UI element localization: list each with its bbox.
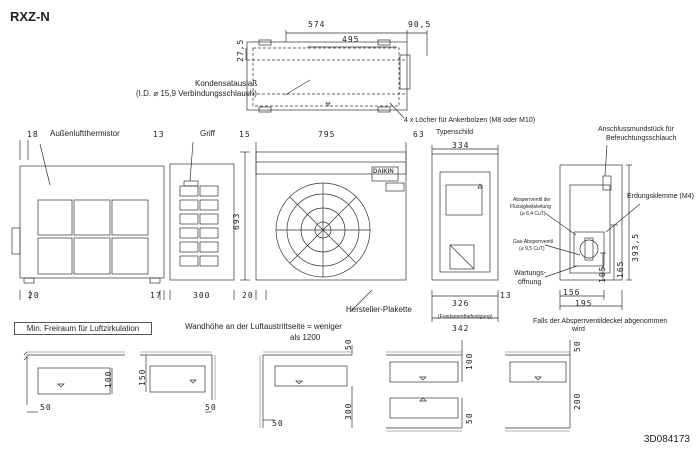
dim-334: 334 [452, 141, 470, 150]
clear-50c: 50 [344, 338, 353, 350]
label-absperr-3: (⌀ 6,4 CuT) [520, 211, 546, 217]
clear-100b: 100 [465, 352, 474, 370]
label-kondensat-2: (I.D. ⌀ 15,9 Verbindungsschlauch) [136, 89, 257, 98]
clear-100: 100 [104, 370, 113, 388]
clear-50b: 50 [205, 403, 217, 412]
label-wartung-1: Wartungs- [514, 270, 547, 277]
clear-50e: 50 [465, 412, 474, 424]
clear-300: 300 [344, 402, 353, 420]
dim-20a: 20 [28, 291, 40, 300]
dim-393-5: 393,5 [631, 232, 640, 262]
dim-495: 495 [342, 35, 360, 44]
dim-326: 326 [452, 299, 470, 308]
dim-15: 15 [239, 130, 251, 139]
clear-200: 200 [573, 392, 582, 410]
label-typenschild: Typenschild [436, 129, 473, 136]
label-falls-2: wird [572, 326, 585, 333]
label-absperr-2: Flüssigkeitsleitung [510, 204, 551, 210]
label-anschluss-2: Befeuchtungsschlauch [606, 135, 677, 142]
dim-13a: 13 [153, 130, 165, 139]
wall-hatching [27, 351, 570, 432]
label-aussenluft: Außenluftthermistor [50, 129, 120, 138]
dim-13b: 13 [500, 291, 512, 300]
label-hersteller: Hersteller-Plakette [346, 305, 412, 314]
dim-105: 105 [598, 265, 607, 283]
dim-27-5: 27,5 [236, 38, 245, 62]
clearance-diagrams [23, 340, 571, 429]
label-wandhoehe-2: als 1200 [290, 333, 321, 342]
right-side-view [431, 145, 499, 322]
clear-50a: 50 [40, 403, 52, 412]
dim-90-5: 90,5 [408, 20, 432, 29]
dim-300: 300 [193, 291, 211, 300]
dim-156: 156 [563, 288, 581, 297]
dim-17: 17 [150, 291, 162, 300]
label-wartung-2: öffnung [518, 279, 542, 286]
valve-view [544, 144, 641, 310]
label-gas-1: Gas-Absperrventil [513, 239, 554, 245]
brand-logo: DAIKIN [373, 169, 394, 175]
dim-574: 574 [308, 20, 326, 29]
label-erdung: Erdungsklemme (M4) [627, 193, 694, 200]
label-kondensat-1: Kondensatauslaß [195, 79, 258, 88]
label-falls-1: Falls der Absperrventildeckel abgenommen [533, 318, 668, 325]
label-fundament: (Fundamentbefestigung) [438, 314, 493, 320]
narrow-side-view [169, 141, 235, 300]
clear-150: 150 [138, 368, 147, 386]
document-reference: 3D084173 [643, 434, 690, 445]
label-absperr-1: Absperrventil der [513, 197, 551, 203]
label-wandhoehe-1: Wandhöhe an der Luftaustrittseite = weni… [185, 322, 342, 331]
dim-165: 165 [616, 260, 625, 278]
dim-18: 18 [27, 130, 39, 139]
freiraum-box: Min. Freiraum für Luftzirkulation [14, 322, 152, 335]
model-title: RXZ-N [10, 9, 50, 24]
clear-50f: 50 [573, 340, 582, 352]
label-loecher: 4 x Löcher für Ankerbolzen (M8 oder M10) [404, 117, 536, 124]
dim-342: 342 [452, 324, 470, 333]
dim-795: 795 [318, 130, 336, 139]
dim-693: 693 [232, 212, 241, 230]
top-view [245, 30, 428, 119]
clear-50d: 50 [272, 419, 284, 428]
dim-20b: 20 [242, 291, 254, 300]
left-side-view [11, 140, 165, 300]
label-griff: Griff [200, 129, 215, 138]
dim-195: 195 [575, 299, 593, 308]
front-view [240, 142, 407, 313]
dim-63: 63 [413, 130, 425, 139]
label-anschluss-1: Anschlussmundstück für [598, 126, 674, 133]
label-gas-2: (⌀ 9,5 CuT) [519, 246, 545, 252]
